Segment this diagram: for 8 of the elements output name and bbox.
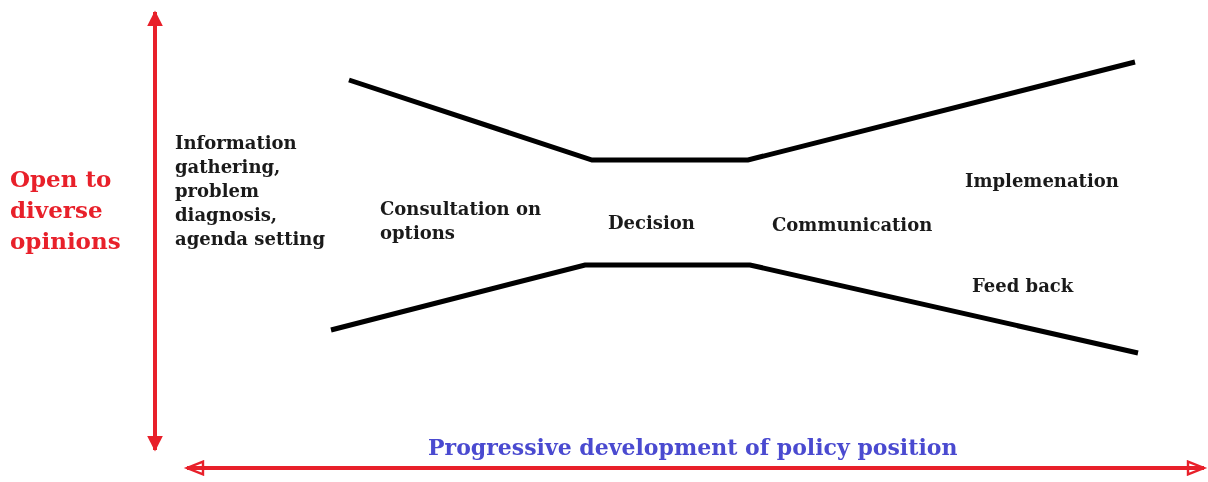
axis-label: Progressive development of policy position — [428, 433, 959, 461]
stage-label: Implemenation — [965, 169, 1120, 193]
stage-label: Communication — [772, 213, 934, 237]
stage-label: Decision — [608, 211, 696, 235]
stage-label: Feed back — [972, 274, 1075, 298]
stage-label: Consultation on options — [380, 197, 543, 245]
stage-label: Information gathering, problem diagnosis, agenda setting — [175, 131, 327, 251]
axis-label: Open to diverse opinions — [10, 164, 122, 256]
